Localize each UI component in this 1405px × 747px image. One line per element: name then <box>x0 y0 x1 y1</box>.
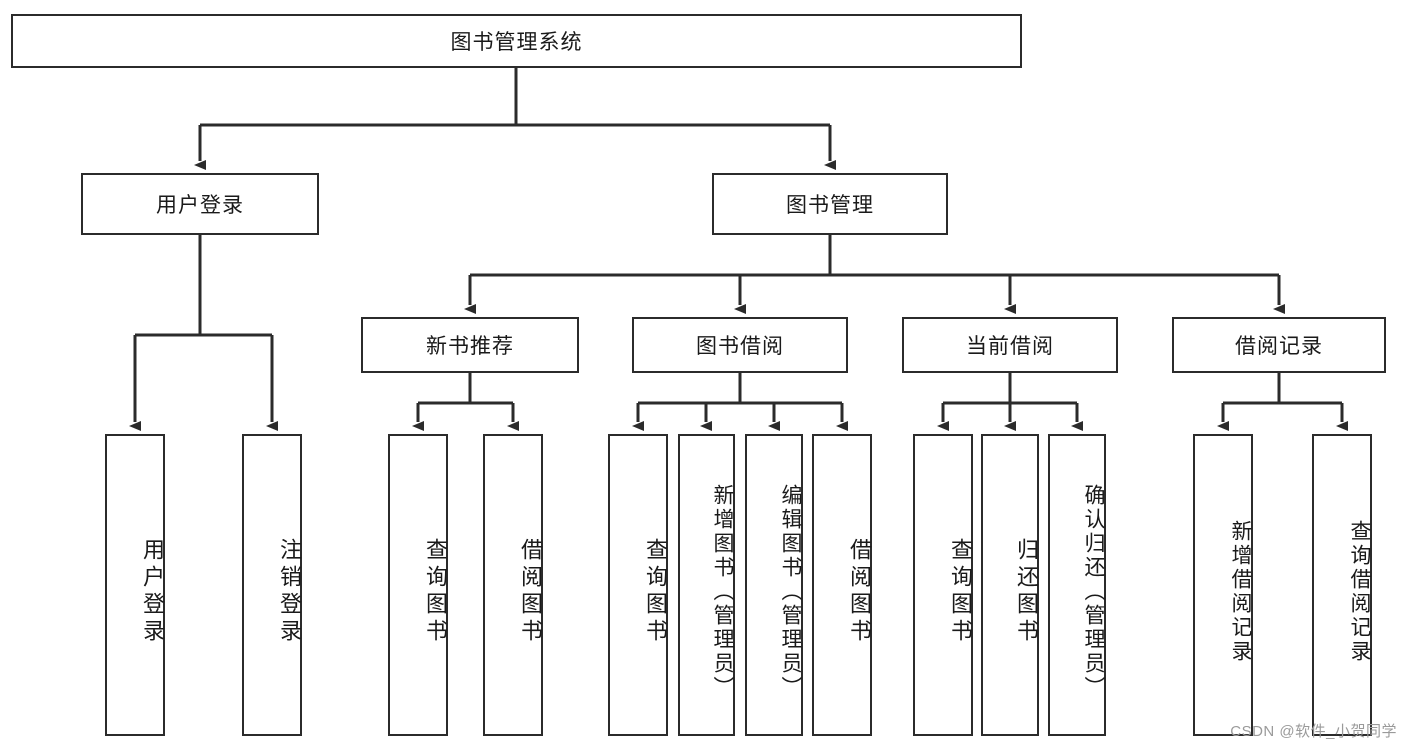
leaf-user-login[interactable]: 用户登录 <box>105 434 165 736</box>
leaf-confirm-return-admin[interactable]: 确认归还（管理员） <box>1048 434 1106 736</box>
leaf-query-book-current[interactable]: 查询图书 <box>913 434 973 736</box>
leaf-add-borrow-record[interactable]: 新增借阅记录 <box>1193 434 1253 736</box>
leaf-query-book-recommend[interactable]: 查询图书 <box>388 434 448 736</box>
leaf-user-logout[interactable]: 注销登录 <box>242 434 302 736</box>
node-new-book-recommend[interactable]: 新书推荐 <box>361 317 579 373</box>
leaf-return-book[interactable]: 归还图书 <box>981 434 1039 736</box>
leaf-query-book-borrow[interactable]: 查询图书 <box>608 434 668 736</box>
watermark-text: CSDN @软件_小贺同学 <box>1230 723 1397 740</box>
leaf-borrow-book[interactable]: 借阅图书 <box>812 434 872 736</box>
node-book-borrow[interactable]: 图书借阅 <box>632 317 848 373</box>
leaf-borrow-book-recommend[interactable]: 借阅图书 <box>483 434 543 736</box>
leaf-add-book-admin[interactable]: 新增图书（管理员） <box>678 434 735 736</box>
node-borrow-record[interactable]: 借阅记录 <box>1172 317 1386 373</box>
node-current-borrow[interactable]: 当前借阅 <box>902 317 1118 373</box>
node-book-management[interactable]: 图书管理 <box>712 173 948 235</box>
node-user-login[interactable]: 用户登录 <box>81 173 319 235</box>
node-root[interactable]: 图书管理系统 <box>11 14 1022 68</box>
leaf-query-borrow-record[interactable]: 查询借阅记录 <box>1312 434 1372 736</box>
leaf-edit-book-admin[interactable]: 编辑图书（管理员） <box>745 434 803 736</box>
